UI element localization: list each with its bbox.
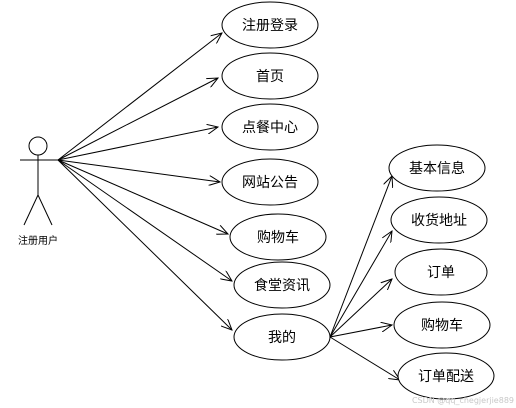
connector-sub-cart — [329, 325, 392, 338]
actor-left-leg — [23, 194, 39, 226]
use-case-shape — [388, 144, 486, 192]
actor-label: 注册用户 — [18, 234, 58, 247]
use-case-shape — [390, 196, 488, 244]
use-case-register-login[interactable]: 注册登录 — [221, 1, 319, 49]
use-case-label: 购物车 — [257, 229, 299, 246]
use-case-mine[interactable]: 我的 — [233, 313, 331, 361]
use-case-canteen-news[interactable]: 食堂资讯 — [233, 261, 331, 309]
use-case-label: 首页 — [256, 69, 284, 85]
use-case-shape — [397, 352, 495, 400]
use-case-label: 注册登录 — [242, 18, 298, 34]
use-case-sub-cart[interactable]: 购物车 — [393, 301, 491, 349]
use-case-label: 收货地址 — [411, 212, 467, 229]
connector-mine — [57, 159, 232, 330]
connector-cart — [57, 159, 228, 234]
use-case-label: 购物车 — [421, 317, 463, 334]
connector-home — [57, 78, 218, 161]
use-case-shape — [221, 1, 319, 49]
use-case-shape — [221, 103, 319, 151]
use-case-shape — [221, 158, 319, 206]
use-case-label: 订单配送 — [418, 369, 474, 385]
actor-connectors — [57, 33, 232, 330]
actor-right-leg — [37, 194, 53, 226]
use-case-shape — [393, 301, 491, 349]
use-case-orders[interactable]: 订单 — [394, 248, 488, 296]
use-case-basic-info[interactable]: 基本信息 — [388, 144, 486, 192]
connector-register-login — [57, 33, 222, 161]
connector-shipping-address — [329, 231, 392, 338]
sub-connectors — [329, 176, 400, 380]
use-case-order-center[interactable]: 点餐中心 — [221, 103, 319, 151]
use-case-announcement[interactable]: 网站公告 — [221, 158, 319, 206]
use-case-label: 食堂资讯 — [254, 277, 310, 294]
connector-order-delivery — [329, 336, 400, 380]
use-case-label: 订单 — [427, 265, 455, 281]
use-case-label: 网站公告 — [242, 175, 298, 191]
connector-order-center — [57, 127, 218, 161]
connector-orders — [329, 279, 392, 338]
use-case-shape — [233, 261, 331, 309]
use-case-cart[interactable]: 购物车 — [229, 213, 327, 261]
use-case-home[interactable]: 首页 — [221, 52, 319, 100]
actor-icon — [20, 136, 58, 226]
actor-head — [28, 136, 48, 156]
use-case-shape — [229, 213, 327, 261]
use-case-label: 点餐中心 — [242, 120, 298, 136]
use-case-label: 我的 — [268, 330, 296, 346]
watermark: CSDN @qq_chegjerjie889 — [412, 396, 514, 405]
connector-basic-info — [329, 176, 392, 338]
use-case-shape — [221, 52, 319, 100]
use-case-order-delivery[interactable]: 订单配送 — [397, 352, 495, 400]
use-case-shape — [394, 248, 488, 296]
connector-canteen-news — [57, 159, 232, 281]
use-case-shipping-address[interactable]: 收货地址 — [390, 196, 488, 244]
connector-announcement — [57, 159, 220, 182]
use-case-label: 基本信息 — [409, 160, 465, 177]
